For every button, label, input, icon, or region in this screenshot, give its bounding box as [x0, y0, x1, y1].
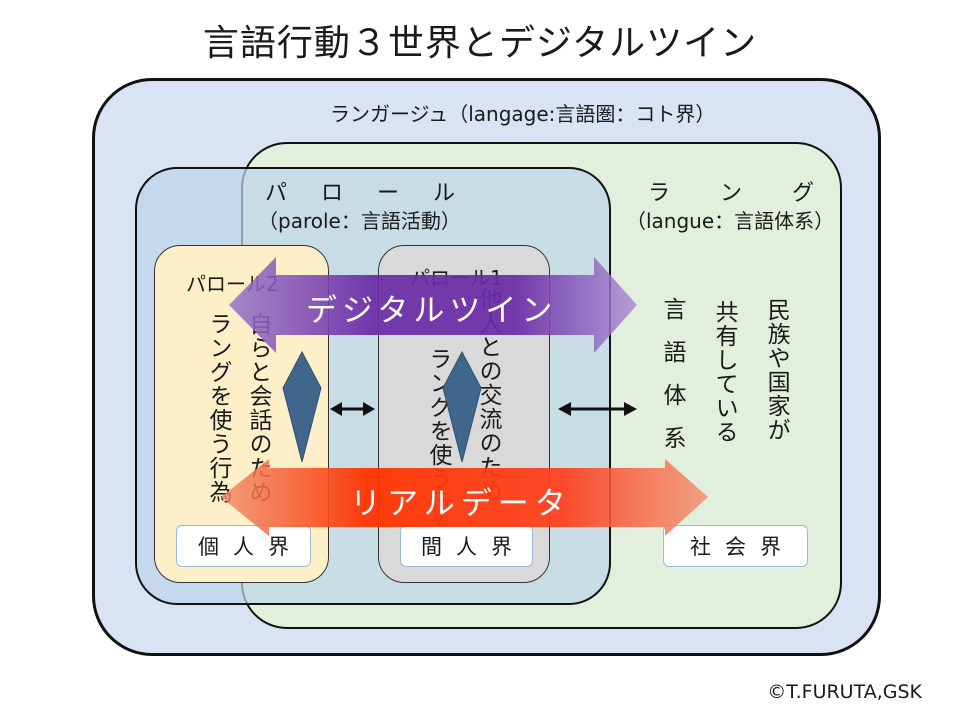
langue-text-col1: 民族や国家が — [763, 298, 790, 442]
real-data-label: リアルデータ — [350, 486, 572, 522]
double-arrow-left — [330, 402, 375, 416]
real-data-arrow — [221, 459, 708, 536]
parole-label: パロール — [265, 181, 490, 206]
langue-label: ラング — [648, 181, 865, 206]
digital-twin-arrow — [229, 257, 637, 353]
langue-sublabel: （langue：言語体系） — [626, 209, 835, 233]
diamond-middle — [442, 350, 482, 463]
world-box-individual: 個人界 — [176, 525, 311, 567]
langue-text-col2: 共有している — [711, 300, 738, 444]
copyright: ©T.FURUTA,GSK — [767, 681, 922, 703]
diamond-left — [282, 350, 322, 463]
double-arrow-right — [558, 402, 637, 416]
parole-sublabel: （parole：言語活動） — [258, 209, 461, 233]
langage-label: ランガージュ（langage:言語圏：コト界） — [330, 102, 716, 126]
parole2-text-col2: ラングを使う行為 — [205, 312, 231, 504]
world-box-society: 社会界 — [663, 525, 808, 567]
digital-twin-label: デジタルツイン — [306, 293, 558, 329]
page-title: 言語行動３世界とデジタルツイン — [202, 23, 758, 64]
langue-text-col3: 言語体系 — [659, 297, 685, 469]
